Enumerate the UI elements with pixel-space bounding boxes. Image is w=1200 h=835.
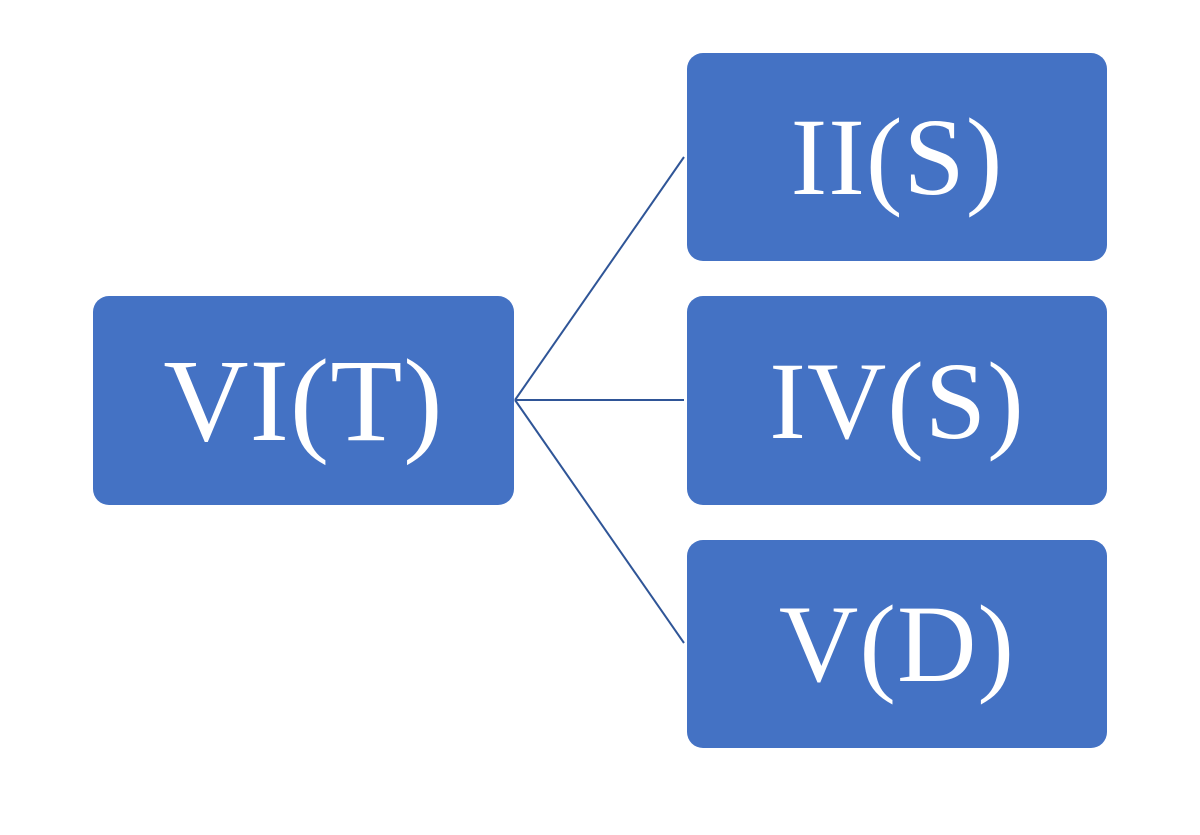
root-node-label: VI(T) [163, 334, 444, 466]
child-node-3: V(D) [687, 540, 1107, 748]
child-node-1-label: II(S) [790, 96, 1004, 218]
child-node-2: IV(S) [687, 296, 1107, 505]
root-node: VI(T) [93, 296, 514, 505]
child-node-3-label: V(D) [778, 583, 1016, 705]
connector-to-node-1 [514, 156, 685, 401]
child-node-1: II(S) [687, 53, 1107, 261]
child-node-2-label: IV(S) [769, 339, 1025, 462]
connector-to-node-3 [514, 399, 685, 644]
